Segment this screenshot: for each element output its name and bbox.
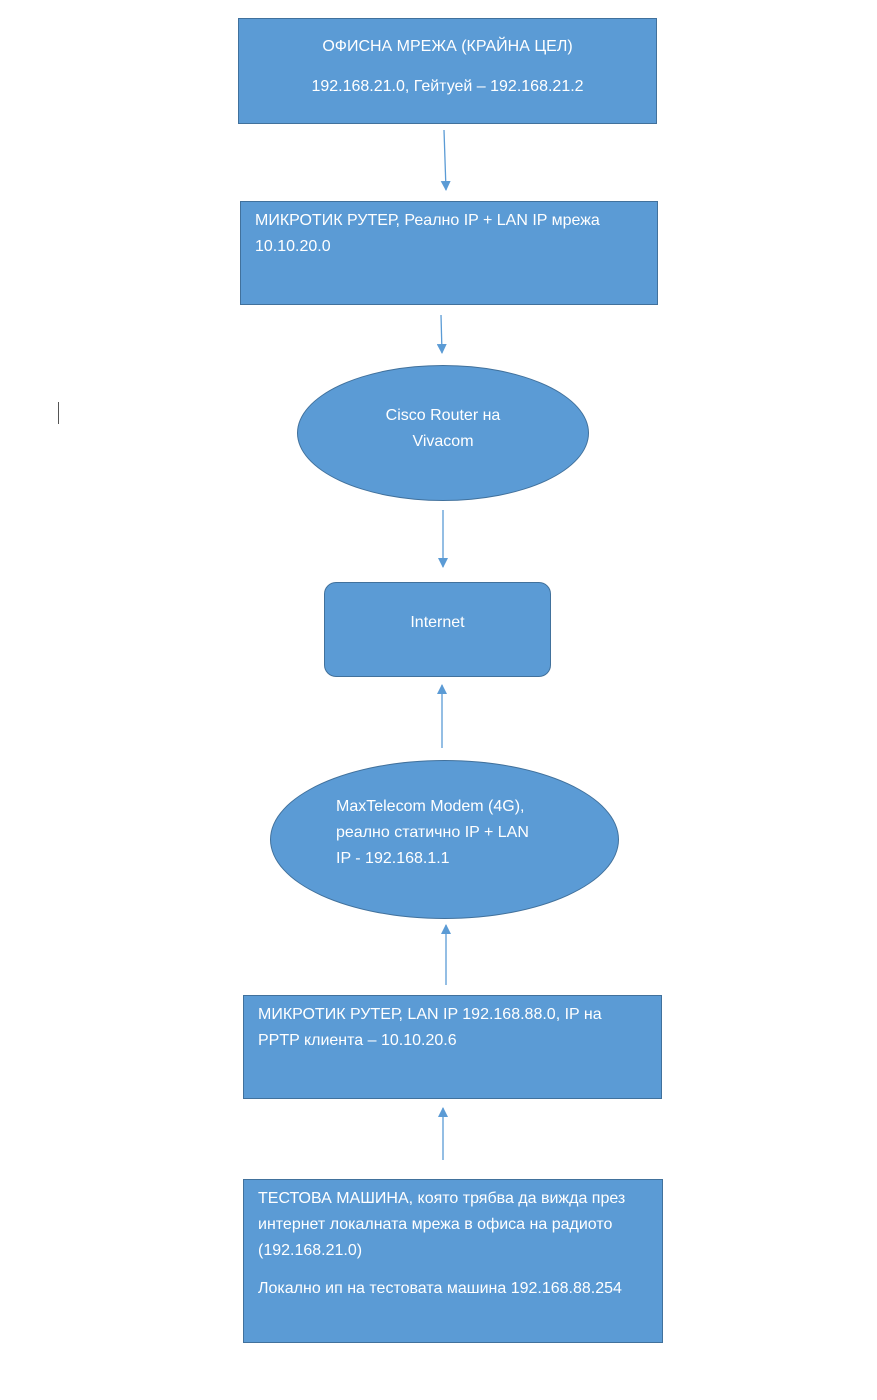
cisco-router-line1: Cisco Router на	[385, 407, 501, 424]
maxtelecom-modem-line3: IP - 192.168.1.1	[336, 850, 450, 867]
arrow-office-to-mikrotik	[440, 129, 451, 191]
mikrotik-client-text: МИКРОТИК РУТЕР, LAN IP 192.168.88.0, IP …	[258, 1006, 602, 1049]
mikrotik-office-text: МИКРОТИК РУТЕР, Реално IP + LAN IP мрежа…	[255, 212, 600, 255]
test-machine-box: ТЕСТОВА МАШИНА, която трябва да вижда пр…	[243, 1179, 663, 1343]
text-cursor	[58, 402, 59, 424]
test-machine-paragraph2: Локално ип на тестовата машина 192.168.8…	[258, 1280, 622, 1297]
office-network-subtitle: 192.168.21.0, Гейтуей – 192.168.21.2	[311, 78, 584, 95]
mikrotik-office-box: МИКРОТИК РУТЕР, Реално IP + LAN IP мрежа…	[240, 201, 658, 305]
internet-box: Internet	[324, 582, 551, 677]
office-network-box: ОФИСНА МРЕЖА (КРАЙНА ЦЕЛ) 192.168.21.0, …	[238, 18, 657, 124]
maxtelecom-modem-ellipse: MaxTelecom Modem (4G), реално статично I…	[270, 760, 619, 919]
maxtelecom-modem-text: MaxTelecom Modem (4G), реално статично I…	[336, 794, 529, 872]
cisco-router-ellipse: Cisco Router на Vivacom	[297, 365, 589, 501]
cisco-router-line2: Vivacom	[412, 433, 474, 450]
arrow-mikrotik-to-cisco	[436, 314, 447, 354]
maxtelecom-modem-line2: реално статично IP + LAN	[336, 824, 529, 841]
maxtelecom-modem-line1: MaxTelecom Modem (4G),	[336, 798, 525, 815]
office-network-title: ОФИСНА МРЕЖА (КРАЙНА ЦЕЛ)	[322, 38, 573, 55]
internet-label: Internet	[410, 613, 465, 631]
mikrotik-client-box: МИКРОТИК РУТЕР, LAN IP 192.168.88.0, IP …	[243, 995, 662, 1099]
test-machine-paragraph1: ТЕСТОВА МАШИНА, която трябва да вижда пр…	[258, 1190, 626, 1259]
